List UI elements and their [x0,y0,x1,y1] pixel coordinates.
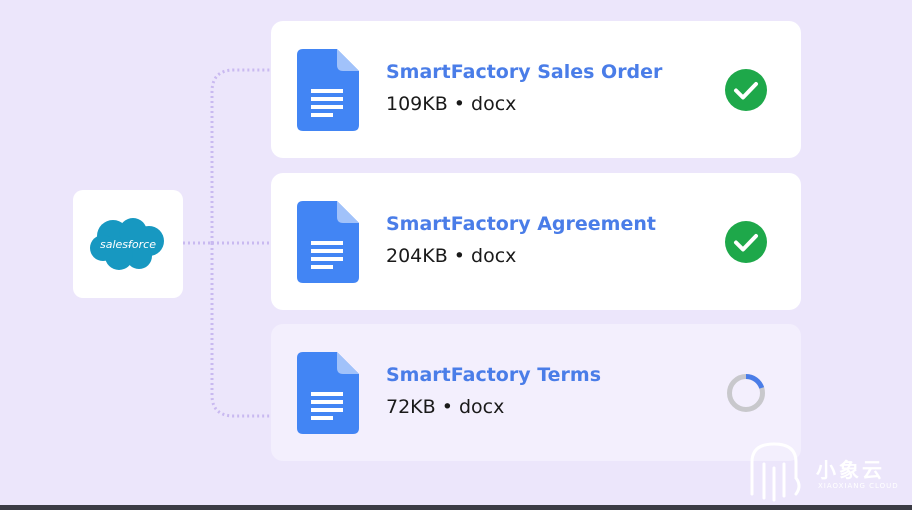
document-card[interactable]: SmartFactory Sales Order 109KB • docx [271,21,801,158]
salesforce-source-card[interactable]: salesforce [73,190,183,298]
google-doc-icon [297,201,359,283]
check-circle-icon [725,221,767,263]
bottom-border [0,505,912,510]
document-meta: 204KB • docx [386,245,517,267]
document-meta: 109KB • docx [386,93,517,115]
document-title: SmartFactory Sales Order [386,61,663,83]
xiaoxiang-logo-icon [750,442,801,502]
watermark-subtitle: XIAOXIANG CLOUD [818,482,899,490]
document-meta: 72KB • docx [386,396,505,418]
document-title: SmartFactory Agreement [386,213,656,235]
loading-spinner-icon [727,374,765,412]
watermark: 小象云 XIAOXIANG CLOUD [740,436,908,506]
document-card[interactable]: SmartFactory Agreement 204KB • docx [271,173,801,310]
check-circle-icon [725,69,767,111]
salesforce-wordmark: salesforce [100,238,156,251]
salesforce-logo-icon: salesforce [90,218,164,270]
google-doc-icon [297,352,359,434]
document-title: SmartFactory Terms [386,364,602,386]
watermark-title: 小象云 [816,458,885,482]
document-card[interactable]: SmartFactory Terms 72KB • docx [271,324,801,461]
google-doc-icon [297,49,359,131]
